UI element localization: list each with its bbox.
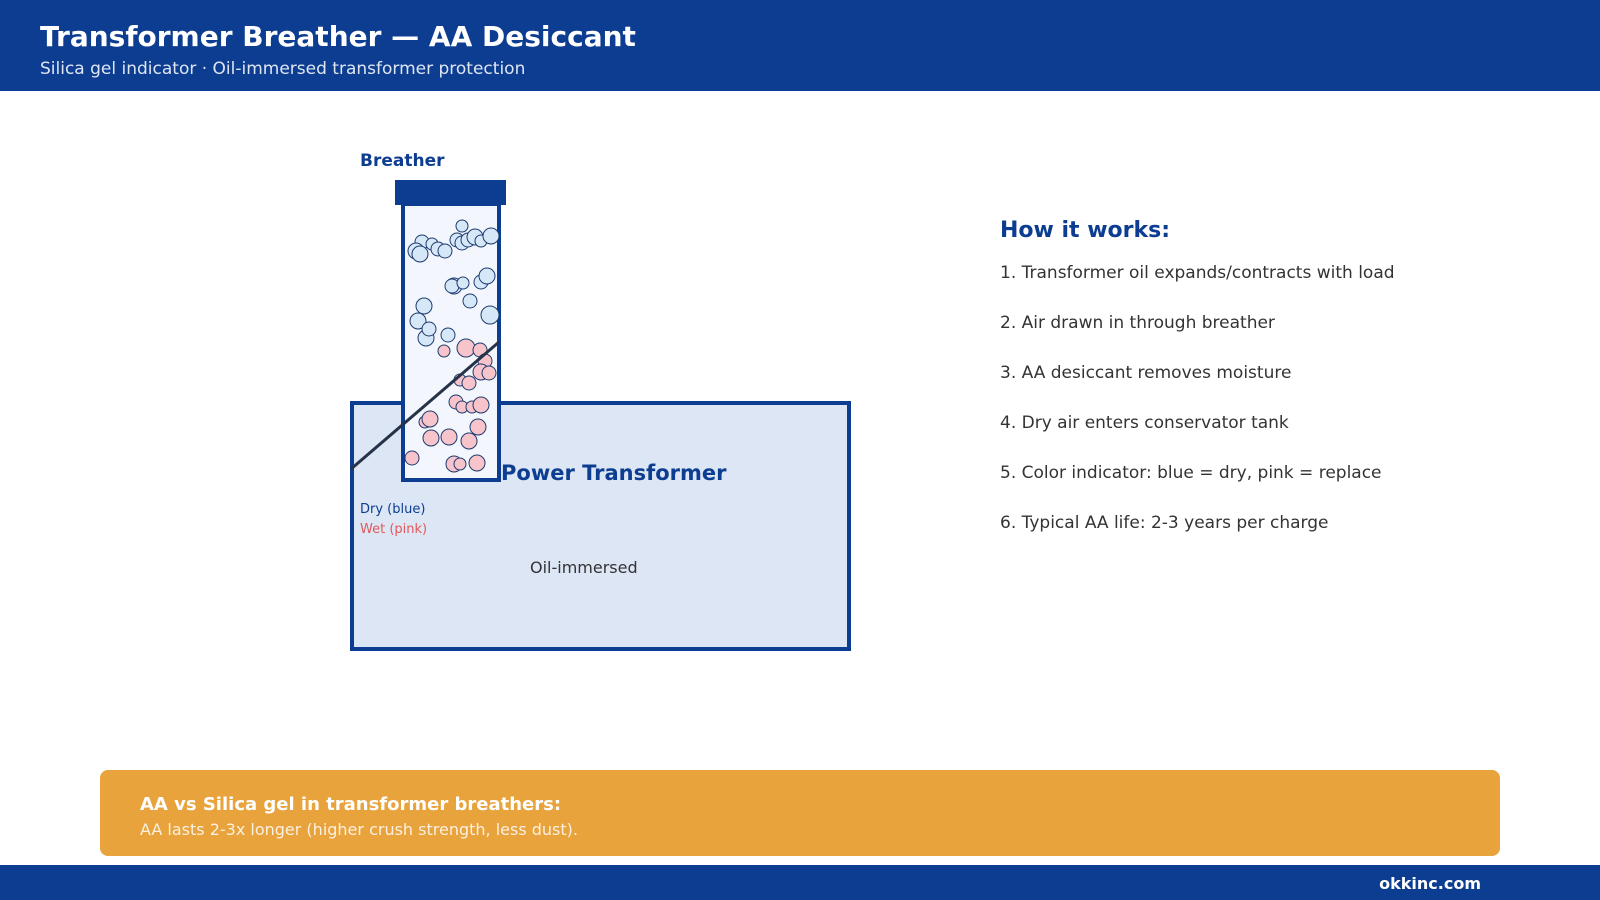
callout-body: AA lasts 2-3x longer (higher crush stren… [140, 820, 578, 839]
step-3: 3. AA desiccant removes moisture [1000, 363, 1292, 383]
wet-bead [468, 454, 486, 472]
header-bar: Transformer Breather — AA Desiccant Sili… [0, 0, 1600, 91]
how-it-works-title: How it works: [1000, 218, 1171, 243]
wet-bead [461, 375, 477, 391]
dry-bead [411, 245, 429, 263]
callout-title: AA vs Silica gel in transformer breather… [140, 794, 562, 815]
dry-bead [456, 276, 470, 290]
legend-wet: Wet (pink) [360, 522, 427, 537]
transformer-label: Power Transformer [501, 461, 727, 485]
dry-bead [455, 219, 469, 233]
page-subtitle: Silica gel indicator · Oil-immersed tran… [40, 59, 526, 79]
oil-label: Oil-immersed [530, 558, 638, 577]
dry-bead [421, 321, 437, 337]
wet-bead [404, 450, 420, 466]
wet-bead [440, 428, 458, 446]
breather-cap [395, 180, 506, 205]
dry-bead [440, 327, 456, 343]
step-2: 2. Air drawn in through breather [1000, 313, 1275, 333]
dry-bead [462, 293, 478, 309]
wet-bead [456, 338, 476, 358]
wet-bead [481, 365, 497, 381]
dry-bead [482, 227, 500, 245]
how-it-works-panel: How it works: 1. Transformer oil expands… [1000, 218, 1560, 562]
connection-pipe [350, 340, 500, 471]
page-title: Transformer Breather — AA Desiccant [40, 20, 636, 53]
wet-bead [453, 457, 467, 471]
wet-bead [437, 344, 451, 358]
legend-dry: Dry (blue) [360, 502, 425, 517]
wet-bead [469, 418, 487, 436]
footer-bar: okkinc.com [0, 865, 1600, 900]
footer-brand: okkinc.com [1379, 874, 1481, 893]
step-6: 6. Typical AA life: 2-3 years per charge [1000, 513, 1329, 533]
dry-bead [478, 267, 496, 285]
step-5: 5. Color indicator: blue = dry, pink = r… [1000, 463, 1382, 483]
dry-bead [415, 297, 433, 315]
breather-diagram: Breather Power Transformer Dry (blue) We… [350, 151, 851, 651]
desiccant-beads [404, 219, 500, 473]
dry-bead [437, 243, 453, 259]
dry-bead [409, 312, 427, 330]
step-1: 1. Transformer oil expands/contracts wit… [1000, 263, 1395, 283]
wet-bead [472, 396, 490, 414]
step-4: 4. Dry air enters conservator tank [1000, 413, 1289, 433]
wet-bead [460, 432, 478, 450]
comparison-callout: AA vs Silica gel in transformer breather… [100, 770, 1500, 856]
dry-bead [480, 305, 500, 325]
wet-bead [421, 410, 439, 428]
wet-bead [422, 429, 440, 447]
breather-label: Breather [360, 151, 445, 171]
